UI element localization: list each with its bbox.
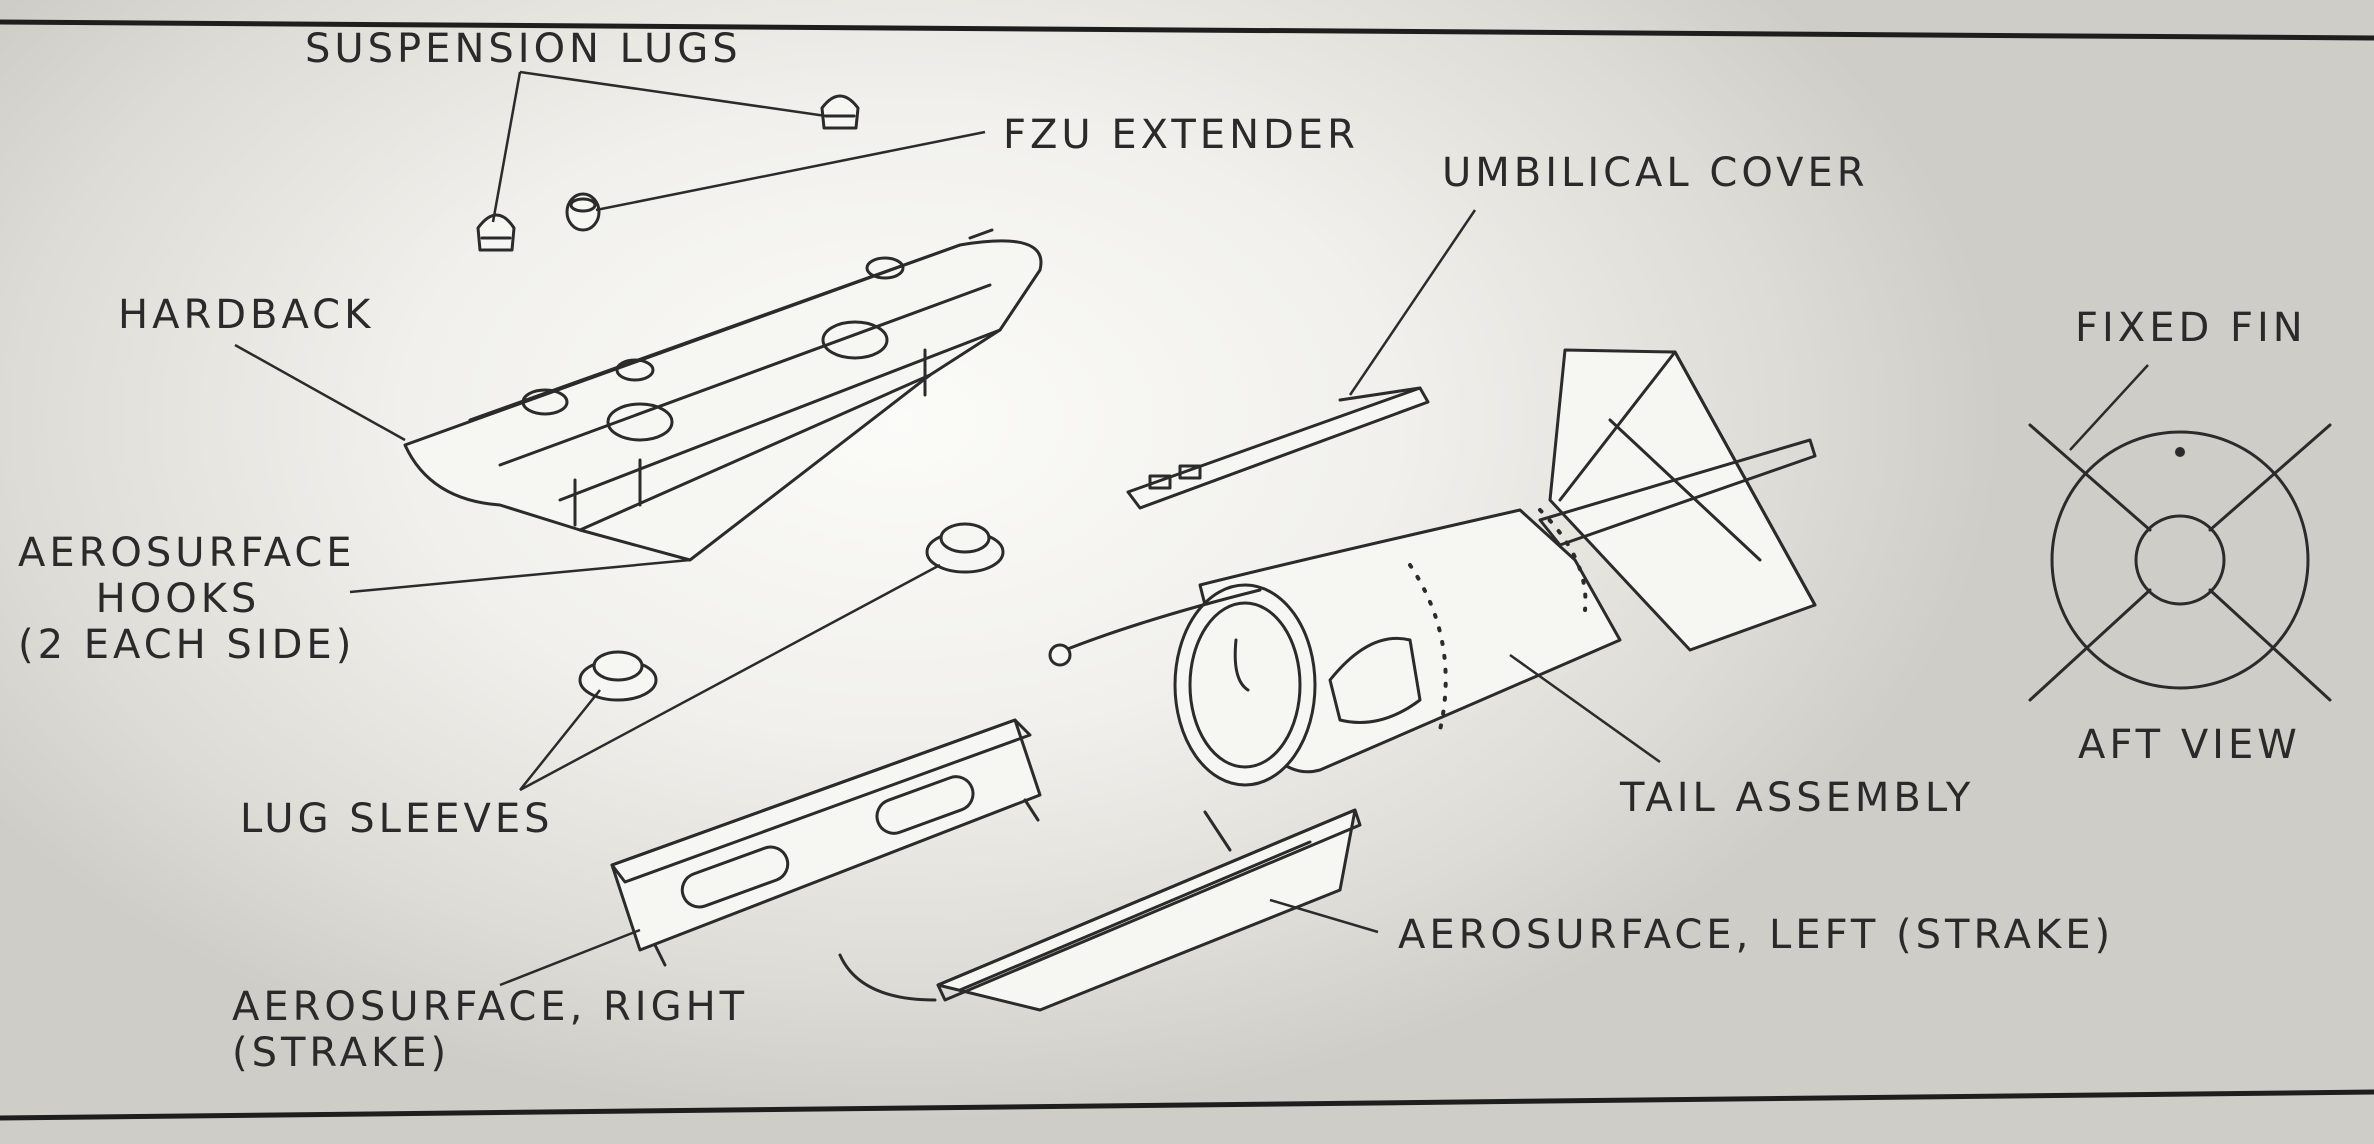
label-aerosurface-right-line2: (STRAKE) bbox=[232, 1030, 451, 1076]
label-aerosurface-right-line1: AEROSURFACE, RIGHT bbox=[232, 984, 749, 1030]
aerosurface-right bbox=[610, 718, 1042, 967]
frame-lines bbox=[0, 19, 2374, 1121]
label-aerosurface-hooks-line2: HOOKS bbox=[95, 576, 261, 622]
fzu-extender bbox=[565, 192, 601, 232]
label-aerosurface-hooks: AEROSURFACE HOOKS (2 EACH SIDE) bbox=[18, 530, 356, 668]
label-aerosurface-right: AEROSURFACE, RIGHT (STRAKE) bbox=[232, 984, 748, 1076]
label-hardback: HARDBACK bbox=[118, 292, 375, 338]
leader-lines bbox=[234, 70, 2149, 987]
aerosurface-left bbox=[838, 808, 1362, 1012]
lug-sleeve-lower bbox=[578, 650, 658, 702]
suspension-lug-front bbox=[476, 213, 516, 252]
label-suspension-lugs: SUSPENSION LUGS bbox=[305, 26, 742, 72]
umbilical-cover bbox=[1126, 386, 1430, 510]
hardback bbox=[403, 228, 1043, 562]
aft-view-diagram bbox=[2028, 423, 2332, 702]
label-aerosurface-hooks-line1: AEROSURFACE bbox=[18, 530, 356, 576]
tail-assembly bbox=[1048, 348, 1817, 787]
label-lug-sleeves: LUG SLEEVES bbox=[240, 796, 554, 842]
suspension-lug-rear bbox=[820, 94, 860, 130]
lug-sleeve-upper bbox=[925, 522, 1005, 574]
label-fixed-fin: FIXED FIN bbox=[2075, 305, 2307, 351]
label-umbilical-cover: UMBILICAL COVER bbox=[1442, 150, 1869, 196]
label-fzu-extender: FZU EXTENDER bbox=[1003, 112, 1359, 158]
label-aerosurface-hooks-line3: (2 EACH SIDE) bbox=[18, 622, 356, 668]
label-aerosurface-left: AEROSURFACE, LEFT (STRAKE) bbox=[1398, 912, 2115, 958]
label-tail-assembly: TAIL ASSEMBLY bbox=[1620, 775, 1975, 821]
label-aft-view: AFT VIEW bbox=[2078, 722, 2301, 768]
